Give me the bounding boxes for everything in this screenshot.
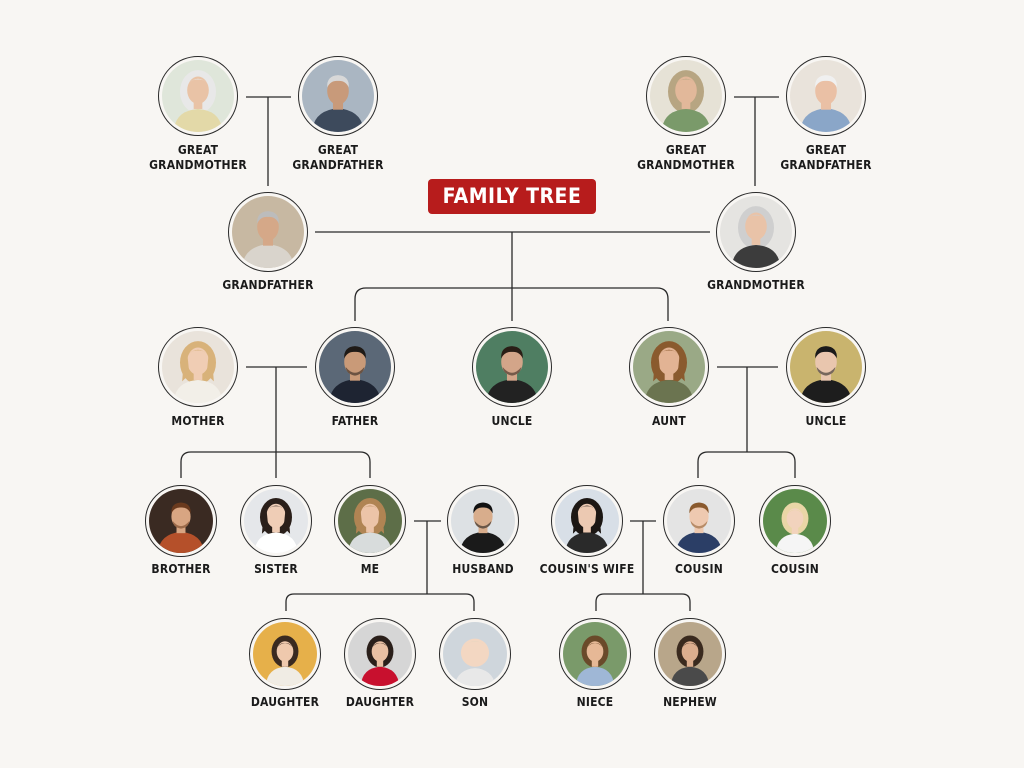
member-daughter-1[interactable] [249,618,321,690]
member-daughter-2[interactable] [344,618,416,690]
member-cousin-1[interactable] [663,485,735,557]
elderly-man-photo [232,196,304,268]
member-label: GREAT GRANDFATHER [780,143,872,172]
man-photo [319,331,391,403]
member-cousin-2[interactable] [759,485,831,557]
man-photo [451,489,515,553]
connector [595,593,691,611]
child-photo [253,622,317,686]
connector [697,451,796,478]
member-label: AUNT [652,414,686,428]
member-label: GREAT GRANDMOTHER [637,143,735,172]
member-label: GRANDFATHER [222,278,314,292]
child-photo [348,622,412,686]
member-uncle-2[interactable] [786,327,866,407]
connector [285,593,475,611]
member-niece[interactable] [559,618,631,690]
child-photo [658,622,722,686]
baby-photo [443,622,507,686]
member-label: ME [360,562,380,576]
member-label: MOTHER [171,414,225,428]
member-cousins-wife[interactable] [551,485,623,557]
woman-photo [633,331,705,403]
child-photo [563,622,627,686]
member-label: DAUGHTER [250,695,320,709]
elderly-woman-photo [162,60,234,132]
member-label: COUSIN'S WIFE [539,562,635,576]
member-label: COUSIN [771,562,819,576]
member-sister[interactable] [240,485,312,557]
page-title: FAMILY TREE [428,179,596,214]
member-ggf-maternal[interactable] [786,56,866,136]
man-photo [149,489,213,553]
member-label: SON [461,695,489,709]
elderly-man-photo [790,60,862,132]
member-label: GRANDMOTHER [707,278,805,292]
woman-photo [555,489,619,553]
member-ggm-maternal[interactable] [646,56,726,136]
woman-photo [162,331,234,403]
connector [354,287,669,321]
member-mother[interactable] [158,327,238,407]
member-label: NEPHEW [663,695,717,709]
member-label: GREAT GRANDFATHER [292,143,384,172]
member-label: BROTHER [151,562,211,576]
member-ggm-paternal[interactable] [158,56,238,136]
member-aunt[interactable] [629,327,709,407]
member-grandmother[interactable] [716,192,796,272]
member-label: UNCLE [491,414,533,428]
member-label: COUSIN [675,562,723,576]
member-grandfather[interactable] [228,192,308,272]
woman-photo [338,489,402,553]
member-label: UNCLE [805,414,847,428]
member-label: GREAT GRANDMOTHER [149,143,247,172]
man-photo [476,331,548,403]
member-me[interactable] [334,485,406,557]
member-father[interactable] [315,327,395,407]
member-label: FATHER [331,414,379,428]
man-photo [667,489,731,553]
elderly-woman-photo [650,60,722,132]
member-label: DAUGHTER [345,695,415,709]
member-son[interactable] [439,618,511,690]
member-label: NIECE [576,695,614,709]
elderly-woman-photo [720,196,792,268]
member-uncle-1[interactable] [472,327,552,407]
member-label: SISTER [254,562,298,576]
man-photo [790,331,862,403]
child-photo [763,489,827,553]
member-ggf-paternal[interactable] [298,56,378,136]
woman-photo [244,489,308,553]
member-brother[interactable] [145,485,217,557]
elderly-man-photo [302,60,374,132]
member-husband[interactable] [447,485,519,557]
member-label: HUSBAND [452,562,514,576]
member-nephew[interactable] [654,618,726,690]
connector [180,451,371,478]
